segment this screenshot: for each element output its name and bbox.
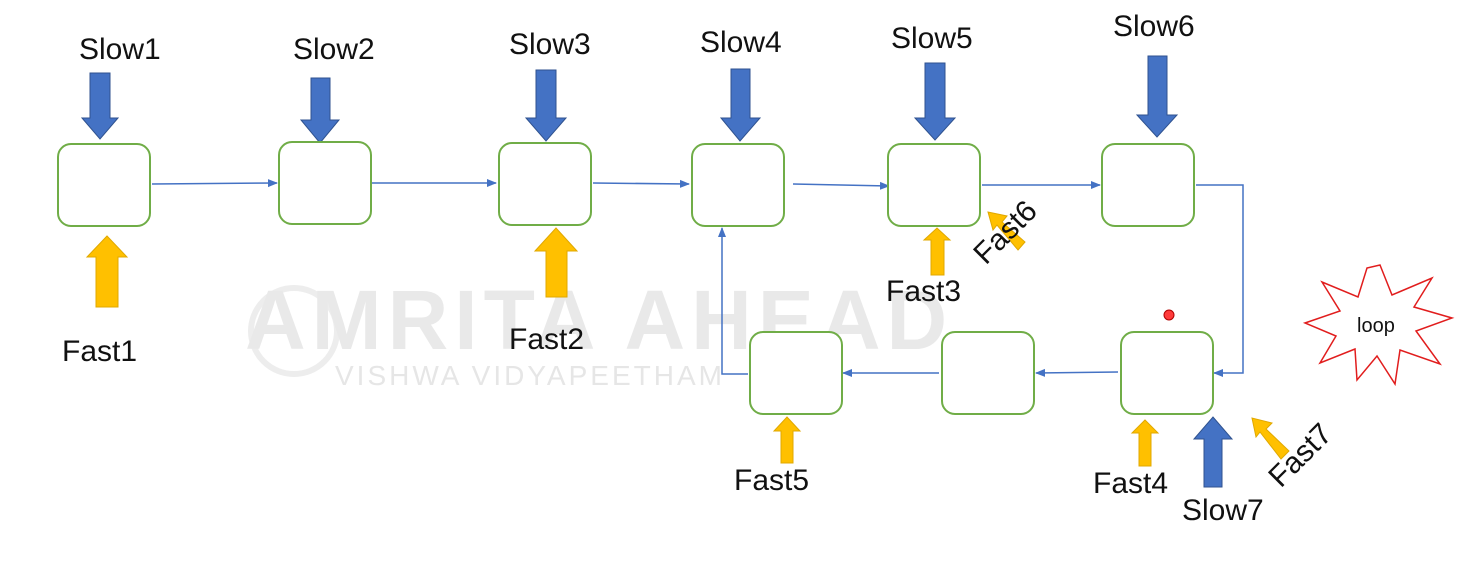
slow-arrow-3: [524, 69, 568, 142]
fast-label-5: Fast5: [734, 464, 810, 497]
fast-arrow-7: [1251, 417, 1290, 460]
node-3: [498, 142, 592, 226]
node-1: [57, 143, 151, 227]
fast-arrow-4: [1130, 419, 1160, 467]
watermark-seal-icon: [248, 285, 340, 377]
slow-arrow-5: [913, 62, 957, 141]
node-2: [278, 141, 372, 225]
loop-burst-icon: [1302, 264, 1455, 387]
connector-3-4: [592, 179, 690, 188]
fast-label-2: Fast2: [509, 323, 585, 356]
fast-arrow-2: [533, 227, 579, 298]
node-8: [941, 331, 1035, 415]
node-9: [749, 331, 843, 415]
connector-7-8: [1035, 368, 1119, 377]
fast-arrow-6: [987, 211, 1026, 251]
connector-6-7: [1196, 184, 1244, 377]
fast-arrow-1: [85, 235, 129, 308]
slow-label-3: Slow3: [509, 28, 591, 61]
loop-label: loop: [1357, 315, 1395, 337]
connector-1-2: [151, 179, 278, 188]
slow-label-7: Slow7: [1182, 494, 1264, 527]
fast-arrow-3: [922, 227, 952, 276]
fast-arrow-5: [772, 416, 802, 464]
slow-arrow-4: [719, 68, 762, 142]
slow-arrow-7: [1192, 416, 1234, 488]
slow-arrow-1: [80, 72, 120, 140]
slow-label-4: Slow4: [700, 26, 782, 59]
slow-label-2: Slow2: [293, 33, 375, 66]
fast-label-3: Fast3: [886, 275, 962, 308]
slow-label-5: Slow5: [891, 22, 973, 55]
slow-label-1: Slow1: [79, 33, 161, 66]
slow-label-6: Slow6: [1113, 10, 1195, 43]
node-6: [1101, 143, 1195, 227]
pointer-dot-icon: [1163, 309, 1175, 321]
watermark-subtext: VISHWA VIDYAPEETHAM: [335, 360, 725, 391]
fast-label-4: Fast4: [1093, 467, 1169, 500]
slow-arrow-6: [1135, 55, 1179, 138]
slow-arrow-2: [299, 77, 341, 144]
connector-4-5: [792, 181, 890, 190]
node-7: [1120, 331, 1214, 415]
fast-label-1: Fast1: [62, 335, 138, 368]
node-4: [691, 143, 785, 227]
node-5: [887, 143, 981, 227]
connector-9-4: [718, 227, 748, 375]
